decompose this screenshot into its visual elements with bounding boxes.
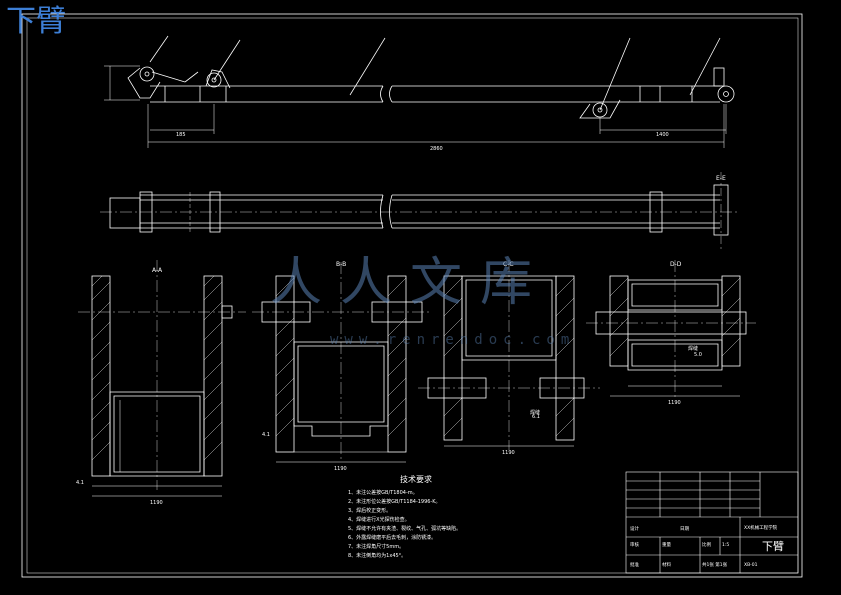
tech-req-title: 技术要求 bbox=[400, 474, 432, 484]
weld-note-c: 焊缝 bbox=[530, 409, 540, 416]
tech-req-item: 6、外露焊缝磨平后去毛刺，涂防锈漆。 bbox=[348, 534, 436, 541]
title-block-part-name: 下臂 bbox=[762, 540, 784, 553]
section-a bbox=[78, 260, 246, 497]
section-label-a: A-A bbox=[152, 267, 163, 274]
view-note-a: 4.1 bbox=[76, 480, 84, 486]
tech-req-item: 2、未注形位公差按GB/T1184-1996-K。 bbox=[348, 498, 441, 505]
tech-req-item: 5、焊缝不允许有夹渣、裂纹、气孔、弧坑等缺陷。 bbox=[348, 525, 461, 532]
tech-req-item: 8、未注倒角均为1x45°。 bbox=[348, 552, 406, 559]
view-note-b: 4.1 bbox=[262, 432, 270, 438]
title-block-scale: 1:5 bbox=[722, 542, 729, 548]
section-label-c: C-C bbox=[503, 261, 514, 268]
title-block-designer-label: 设计 bbox=[630, 525, 639, 532]
section-label-b: B-B bbox=[336, 261, 346, 268]
dim-width-d: 1190 bbox=[668, 400, 681, 406]
title-block-company: XX机械工程学院 bbox=[744, 524, 778, 531]
title-block-sheet: 共1张 第1张 bbox=[702, 561, 728, 568]
title-block-material-label: 材料 bbox=[662, 561, 671, 568]
dim-width-a: 1190 bbox=[150, 500, 163, 506]
title-block-drawing-no: XB-01 bbox=[744, 562, 758, 568]
elevation-view bbox=[104, 35, 735, 148]
section-b bbox=[252, 262, 430, 463]
tech-req-item: 1、未注公差按GB/T1804-m。 bbox=[348, 489, 418, 496]
inner-border bbox=[26, 17, 799, 574]
title-block-checker-label: 审核 bbox=[630, 541, 639, 548]
section-c bbox=[418, 260, 600, 450]
watermark-url: www.renrendoc.com bbox=[330, 332, 576, 348]
tech-req-item: 3、焊后校正变形。 bbox=[348, 507, 391, 514]
dim-right-segment: 1400 bbox=[656, 132, 669, 138]
section-label-e: E-E bbox=[716, 175, 726, 182]
corner-title: 下臂 bbox=[6, 4, 66, 39]
title-block-date-label: 日期 bbox=[680, 526, 689, 532]
title-block-scale-label: 比例 bbox=[702, 541, 711, 548]
title-block-mass-label: 重量 bbox=[662, 541, 671, 548]
tech-requirements: 技术要求 1、未注公差按GB/T1804-m。 2、未注形位公差按GB/T118… bbox=[348, 474, 461, 559]
dim-width-c: 1190 bbox=[502, 450, 515, 456]
view-note-c: 6.1 bbox=[532, 414, 540, 420]
section-label-d: D-D bbox=[670, 261, 682, 268]
dim-left-segment: 185 bbox=[176, 132, 186, 138]
watermark-text: 人人文库 bbox=[270, 253, 551, 313]
weld-note-d: 焊缝 bbox=[688, 345, 698, 352]
title-block-approve-label: 批准 bbox=[630, 561, 639, 568]
plan-view bbox=[100, 172, 740, 250]
tech-req-item: 4、焊缝进行X光探伤检查。 bbox=[348, 516, 410, 523]
title-block bbox=[625, 471, 799, 574]
dim-overall-length: 2860 bbox=[430, 146, 443, 152]
outer-border bbox=[21, 13, 803, 578]
view-note-d: 5.0 bbox=[694, 352, 702, 358]
tech-req-item: 7、未注焊角尺寸5mm。 bbox=[348, 543, 404, 550]
section-d bbox=[586, 260, 756, 400]
dim-width-b: 1190 bbox=[334, 466, 347, 472]
